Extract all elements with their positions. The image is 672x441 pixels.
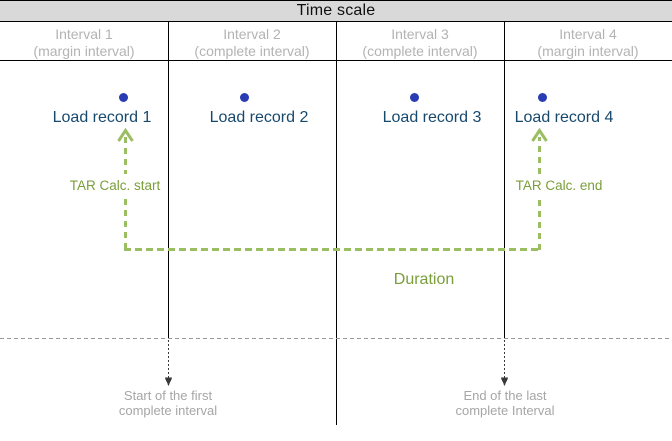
tar-end-arrowhead-icon [531,127,548,142]
start-footnote-line2: complete interval [118,403,218,418]
end-footnote: End of the last complete Interval [456,388,555,418]
interval-1-label: Interval 1 (margin interval) [0,26,168,60]
end-drop-arrowhead-icon [500,377,509,386]
end-footnote-line2: complete Interval [455,403,555,418]
record-3-dot-icon [409,92,419,102]
start-drop-arrowhead-icon [164,377,173,386]
start-footnote: Start of the first complete interval [119,388,217,418]
interval-2-label: Interval 2 (complete interval) [168,26,336,60]
record-2-label: Load record 2 [209,109,309,126]
interval-2-type: (complete interval) [194,43,310,59]
record-1-dot-icon [118,92,128,102]
end-footnote-line1: End of the last [463,388,547,403]
record-2-dot-icon [239,92,249,102]
drop-arrows [168,340,505,378]
tar-calc-start-label: TAR Calc. start [69,178,161,193]
record-4-dot-icon [537,92,547,102]
interval-3-type: (complete interval) [362,43,478,59]
interval-1-type: (margin interval) [33,43,135,59]
interval-2-name: Interval 2 [223,26,281,42]
interval-4-type: (margin interval) [537,43,639,59]
record-4-label: Load record 4 [514,109,614,126]
header-bar: Time scale [0,0,672,22]
start-footnote-line1: Start of the first [123,388,213,403]
record-1-label: Load record 1 [52,109,152,126]
diagram-title: Time scale [296,2,376,19]
interval-4-name: Interval 4 [559,26,617,42]
interval-1-name: Interval 1 [55,26,113,42]
interval-4-label: Interval 4 (margin interval) [504,26,672,60]
interval-3-label: Interval 3 (complete interval) [336,26,504,60]
duration-label: Duration [393,271,455,288]
tar-calc-bracket [117,127,548,251]
tar-calc-end-label: TAR Calc. end [515,178,603,193]
record-3-label: Load record 3 [382,109,482,126]
tar-start-arrowhead-icon [117,127,134,142]
interval-3-name: Interval 3 [391,26,449,42]
